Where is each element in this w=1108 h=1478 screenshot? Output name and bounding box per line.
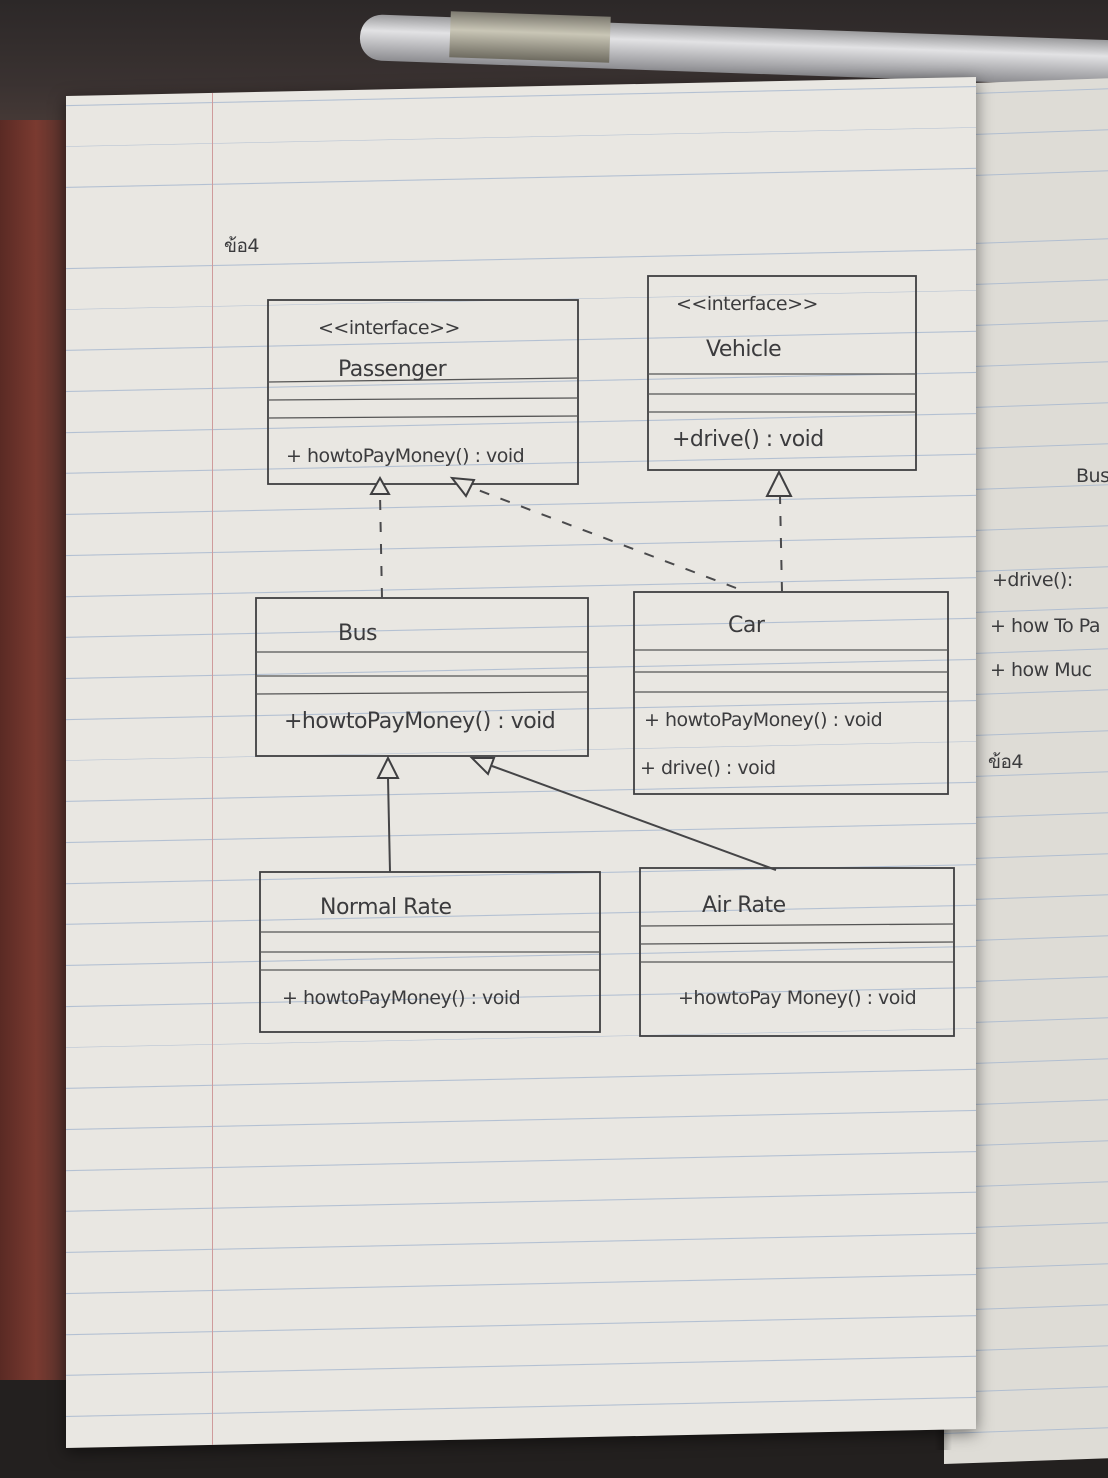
class-bus: Bus +howtoPayMoney() : void bbox=[255, 597, 589, 757]
right-page-title: Bus bbox=[1076, 465, 1108, 487]
right-page-label: ข้อ4 bbox=[988, 751, 1023, 773]
car-method-2: + drive() : void bbox=[640, 757, 776, 779]
hollow-arrowhead bbox=[469, 757, 496, 776]
class-vehicle: <<interface>> Vehicle +drive() : void bbox=[647, 275, 917, 471]
right-page-notes: Bus +drive(): + how To Pa + how Muc ข้อ4 bbox=[988, 465, 1108, 773]
hollow-arrowhead bbox=[449, 476, 476, 498]
edge-car-passenger bbox=[449, 476, 737, 589]
car-name: Car bbox=[728, 613, 766, 638]
hollow-arrowhead bbox=[765, 469, 793, 497]
air-rate-name: Air Rate bbox=[702, 893, 786, 918]
hollow-arrowhead bbox=[369, 475, 391, 495]
bus-method: +howtoPayMoney() : void bbox=[284, 709, 555, 734]
class-normal-rate: Normal Rate + howtoPayMoney() : void bbox=[259, 871, 601, 1033]
bus-name: Bus bbox=[338, 621, 377, 646]
right-page-line-3: + how Muc bbox=[990, 659, 1092, 681]
hollow-arrowhead bbox=[376, 755, 400, 779]
edge-normal-rate-bus bbox=[376, 755, 400, 873]
right-page-line-2: + how To Pa bbox=[990, 615, 1100, 637]
class-car: Car + howtoPayMoney() : void + drive() :… bbox=[633, 591, 949, 795]
edge-car-vehicle bbox=[765, 469, 793, 593]
class-passenger: <<interface>> Passenger + howtoPayMoney(… bbox=[267, 299, 579, 485]
vehicle-name: Vehicle bbox=[706, 337, 781, 362]
car-method-1: + howtoPayMoney() : void bbox=[644, 709, 882, 731]
air-rate-method: +howtoPay Money() : void bbox=[678, 987, 916, 1009]
class-air-rate: Air Rate +howtoPay Money() : void bbox=[639, 867, 955, 1037]
right-page-line-1: +drive(): bbox=[992, 569, 1073, 591]
vehicle-method: +drive() : void bbox=[672, 427, 824, 452]
vehicle-stereotype: <<interface>> bbox=[676, 293, 818, 315]
passenger-name: Passenger bbox=[338, 357, 448, 382]
edge-air-rate-bus bbox=[469, 757, 777, 871]
normal-rate-name: Normal Rate bbox=[320, 895, 452, 920]
passenger-stereotype: <<interface>> bbox=[318, 317, 460, 339]
passenger-method: + howtoPayMoney() : void bbox=[286, 445, 524, 467]
edge-bus-passenger bbox=[369, 475, 391, 599]
question-label: ข้อ4 bbox=[224, 235, 259, 257]
normal-rate-method: + howtoPayMoney() : void bbox=[282, 987, 520, 1009]
